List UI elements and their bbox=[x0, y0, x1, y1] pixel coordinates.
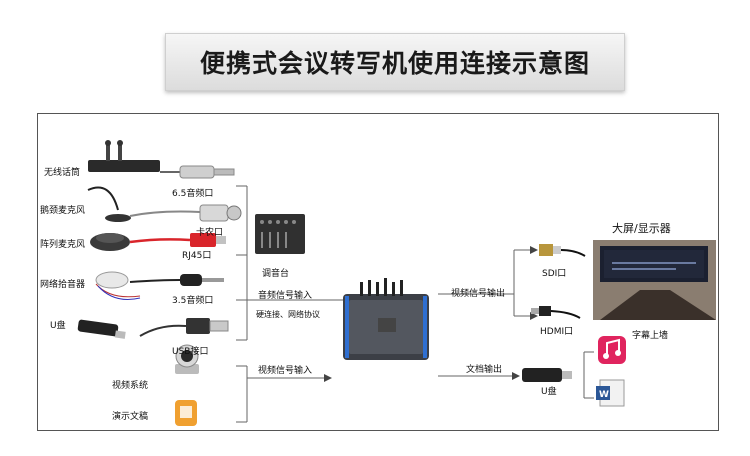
video-bracket bbox=[236, 365, 324, 423]
label-hdmi: HDMI口 bbox=[540, 327, 574, 337]
array-mic-icon bbox=[90, 233, 130, 251]
label-jack-35: 3.5音频口 bbox=[172, 296, 214, 306]
camera-icon bbox=[175, 344, 199, 374]
label-usb-disk: U盘 bbox=[50, 321, 66, 331]
rj45-connector-icon bbox=[129, 233, 226, 247]
audio-bracket bbox=[236, 185, 348, 341]
mixer-icon bbox=[255, 214, 305, 254]
usb-stick-icon bbox=[77, 319, 126, 339]
presentation-icon bbox=[175, 400, 197, 426]
label-doc-output: 文档输出 bbox=[466, 365, 503, 375]
jack-35-icon bbox=[129, 274, 224, 286]
label-display: 大屏/显示器 bbox=[612, 222, 671, 235]
video-arrow bbox=[324, 374, 332, 382]
word-file-icon: W bbox=[596, 379, 625, 407]
xlr-connector-icon bbox=[129, 204, 242, 222]
transcriber-device-icon bbox=[343, 278, 429, 360]
label-gooseneck-mic: 鹅颈麦克风 bbox=[40, 206, 86, 216]
label-video-input: 视频信号输入 bbox=[258, 366, 313, 376]
hdmi-connector-icon bbox=[531, 306, 581, 319]
label-array-mic: 阵列麦克风 bbox=[40, 240, 86, 250]
label-sdi: SDI口 bbox=[542, 269, 567, 279]
label-presentation: 演示文稿 bbox=[112, 412, 149, 422]
doc-bracket bbox=[583, 351, 594, 399]
label-usb-out: U盘 bbox=[541, 387, 557, 397]
label-mixer: 调音台 bbox=[262, 269, 290, 279]
label-wireless-mic: 无线话筒 bbox=[44, 168, 81, 178]
network-pickup-icon bbox=[95, 271, 141, 300]
label-network-pickup: 网络拾音器 bbox=[40, 280, 86, 290]
sdi-connector-icon bbox=[539, 244, 586, 257]
label-subtitle-wall: 字幕上墙 bbox=[632, 331, 669, 341]
svg-text:W: W bbox=[599, 390, 609, 400]
video-output-bracket bbox=[438, 249, 530, 317]
label-network-note: 硬连接、网络协议 bbox=[256, 310, 320, 319]
usb-connector-icon bbox=[139, 318, 229, 337]
gooseneck-mic-icon bbox=[87, 186, 131, 222]
label-jack-65: 6.5音频口 bbox=[172, 189, 214, 199]
wireless-mic-receiver-icon bbox=[88, 140, 160, 172]
label-rj45: RJ45口 bbox=[182, 251, 212, 261]
usb-out-stick-icon bbox=[522, 368, 572, 382]
label-xlr: 卡农口 bbox=[196, 228, 224, 238]
diagram-frame bbox=[37, 113, 719, 431]
display-room-image bbox=[593, 240, 716, 320]
label-usb: USB接口 bbox=[172, 347, 209, 357]
label-audio-input: 音频信号输入 bbox=[258, 291, 313, 301]
title-banner: 便携式会议转写机使用连接示意图 bbox=[165, 33, 625, 91]
jack-65-icon bbox=[160, 165, 235, 179]
music-file-icon bbox=[598, 336, 626, 364]
label-video-output: 视频信号输出 bbox=[451, 289, 506, 299]
label-video-system: 视频系统 bbox=[112, 381, 149, 391]
diagram-title: 便携式会议转写机使用连接示意图 bbox=[199, 49, 590, 78]
